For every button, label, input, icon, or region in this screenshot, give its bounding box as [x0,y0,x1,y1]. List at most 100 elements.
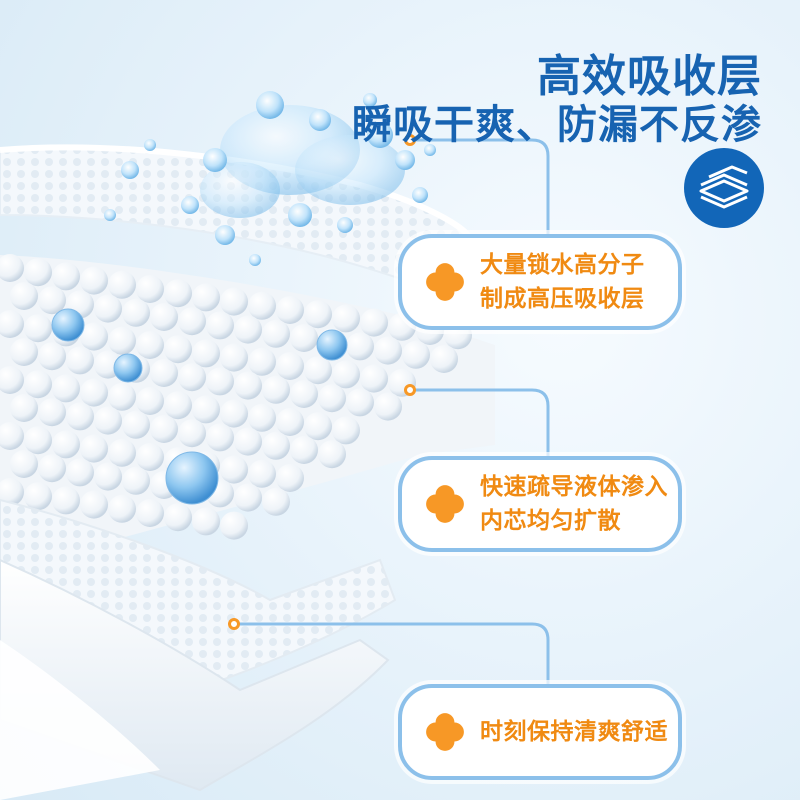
absorbent-bead [94,294,122,323]
absorbent-bead [136,387,164,415]
absorbent-bead [234,371,262,400]
absorbent-bead [248,403,276,432]
absorbent-bead [136,275,164,303]
absorbent-bead [276,352,304,380]
absorbent-bead [66,402,94,431]
absorbent-bead [10,282,38,310]
absorbent-bead [276,408,304,436]
absorbent-bead [0,478,24,506]
absorbent-bead [38,286,66,315]
absorbent-bead [290,324,318,352]
absorbent-bead [374,336,402,365]
absorbent-bead [122,298,150,327]
feature-card-diffusion: 快速疏导液体渗入 内芯均匀扩散 [398,456,682,552]
absorbent-bead [262,431,290,460]
absorbent-bead [276,296,304,324]
absorbent-bead [206,311,234,340]
feature-line: 时刻保持清爽舒适 [480,719,668,745]
absorbent-bead [206,367,234,396]
absorbent-bead [80,490,108,519]
absorbent-bead [332,304,360,333]
absorbent-bead [0,254,24,282]
absorbent-bead [290,380,318,408]
absorbent-bead [38,454,66,483]
absorbent-bead [346,332,374,361]
absorbent-bead [248,347,276,376]
layers-icon [684,148,764,228]
headline-subtitle: 瞬吸干爽、防漏不反渗 [352,102,762,148]
absorbent-bead [248,459,276,488]
absorbent-bead [192,507,220,536]
absorbent-bead [24,482,52,511]
absorbent-bead [52,430,80,459]
feature-text: 大量锁水高分子 制成高压吸收层 [480,248,645,316]
absorbent-bead [262,487,290,516]
absorbent-bead [220,399,248,428]
absorbed-liquid-bead [165,451,219,505]
water-splash [104,91,436,266]
absorbent-bead [10,394,38,422]
absorbent-bead [80,266,108,295]
absorbent-bead [304,412,332,441]
absorbent-bead [164,503,192,532]
absorbent-bead [332,360,360,389]
absorbed-liquid-bead [51,308,85,342]
absorbent-bead [80,322,108,351]
absorbent-bead [360,364,388,393]
absorbent-bead [192,339,220,368]
absorbent-bead [192,283,220,312]
absorbent-bead [38,342,66,371]
absorbent-bead [304,300,332,329]
absorbent-bead [304,356,332,385]
absorbent-bead [290,436,318,464]
feature-line: 大量锁水高分子 [480,252,645,278]
absorbent-bead [122,466,150,495]
absorbent-bead [220,511,248,540]
absorbent-bead [346,388,374,417]
absorbent-bead [178,419,206,448]
feature-text: 时刻保持清爽舒适 [480,715,668,749]
absorbent-bead [136,443,164,471]
absorbent-bead [10,450,38,478]
absorbent-bead [164,391,192,420]
absorbent-bead [52,374,80,403]
absorbent-bead [220,287,248,316]
absorbent-bead [66,346,94,375]
absorbent-bead [10,338,38,366]
absorbent-bead [192,395,220,424]
absorbent-core-layer [0,254,495,565]
absorbent-bead [164,335,192,364]
absorbent-bead [360,308,388,337]
absorbent-bead [318,384,346,413]
feature-text: 快速疏导液体渗入 内芯均匀扩散 [480,470,668,538]
absorbent-bead [234,427,262,456]
feature-card-polymer: 大量锁水高分子 制成高压吸收层 [398,234,682,330]
feature-line: 制成高压吸收层 [480,286,645,312]
absorbent-bead [150,415,178,443]
absorbent-bead [80,434,108,463]
absorbent-bead [150,303,178,331]
absorbed-liquid-bead [113,353,143,383]
absorbent-bead [136,499,164,527]
bottom-sheet [0,498,397,800]
absorbent-bead [164,279,192,308]
absorbent-bead [0,310,24,338]
absorbent-bead [178,363,206,392]
absorbent-bead [150,359,178,387]
absorbent-bead [108,438,136,467]
absorbent-bead [402,340,430,369]
absorbent-bead [108,494,136,523]
absorbent-bead [220,455,248,484]
feature-line: 内芯均匀扩散 [480,508,621,534]
absorbent-bead [234,315,262,344]
absorbent-bead [374,392,402,421]
feature-card-dryness: 时刻保持清爽舒适 [398,684,682,780]
connector-dot [404,384,416,396]
absorbent-bead [108,326,136,355]
absorbent-bead [66,458,94,487]
absorbent-bead [178,307,206,336]
flower-bullet-icon [426,713,464,751]
absorbent-bead [262,319,290,348]
absorbent-bead [94,406,122,435]
